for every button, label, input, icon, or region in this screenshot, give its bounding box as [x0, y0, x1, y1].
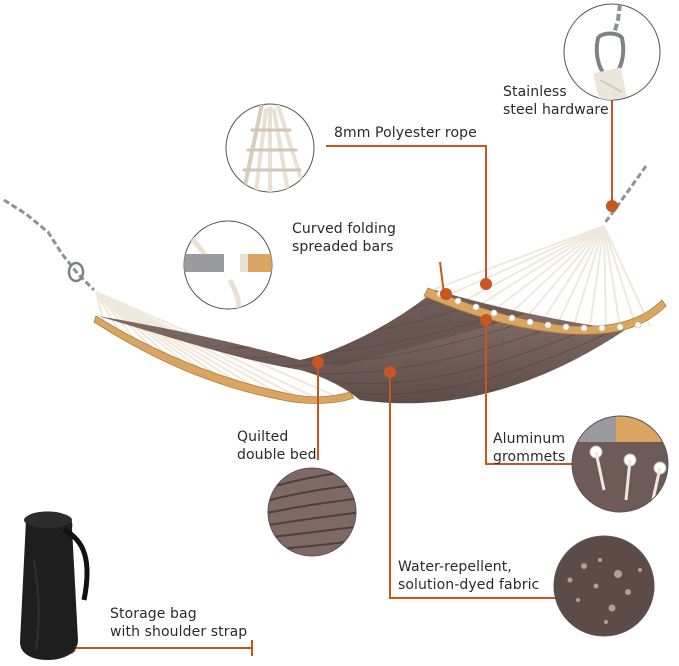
right-ropes — [431, 225, 651, 328]
grommets-leader — [485, 320, 576, 465]
hardware-dot — [606, 200, 618, 212]
rope-leader — [326, 145, 487, 282]
left-spreader-bar — [93, 315, 355, 404]
left-chain — [3, 198, 96, 292]
water-droplets-icon — [553, 535, 655, 637]
grommets-dot — [480, 314, 492, 326]
storage-bag-icon — [20, 511, 90, 660]
rope-label: 8mm Polyester rope — [334, 125, 477, 141]
bars-dot — [440, 288, 452, 300]
fabric-label: Water-repellent, solution-dyed fabric — [398, 559, 540, 593]
bag-label: Storage bag with shoulder strap — [110, 606, 248, 640]
leader-lines — [70, 100, 613, 656]
hammock — [3, 165, 667, 404]
spreader-bar-icon — [183, 220, 273, 310]
rope-dot — [480, 278, 492, 290]
rope-icon — [225, 103, 315, 193]
hardware-label: Stainless steel hardware — [503, 84, 609, 118]
fabric-dot — [384, 366, 396, 378]
grommet-icon — [571, 415, 669, 513]
bed-label: Quilted double bed — [237, 429, 317, 463]
bed-dot — [312, 356, 324, 368]
bars-label: Curved folding spreaded bars — [292, 221, 396, 255]
left-ring — [67, 261, 85, 283]
quilted-fabric-icon — [267, 467, 357, 557]
grommets-label: Aluminum grommets — [493, 431, 566, 465]
fabric-leader — [389, 372, 558, 599]
carabiner-chain-icon — [563, 3, 661, 101]
grommet-row — [436, 290, 642, 332]
right-chain — [602, 165, 648, 225]
